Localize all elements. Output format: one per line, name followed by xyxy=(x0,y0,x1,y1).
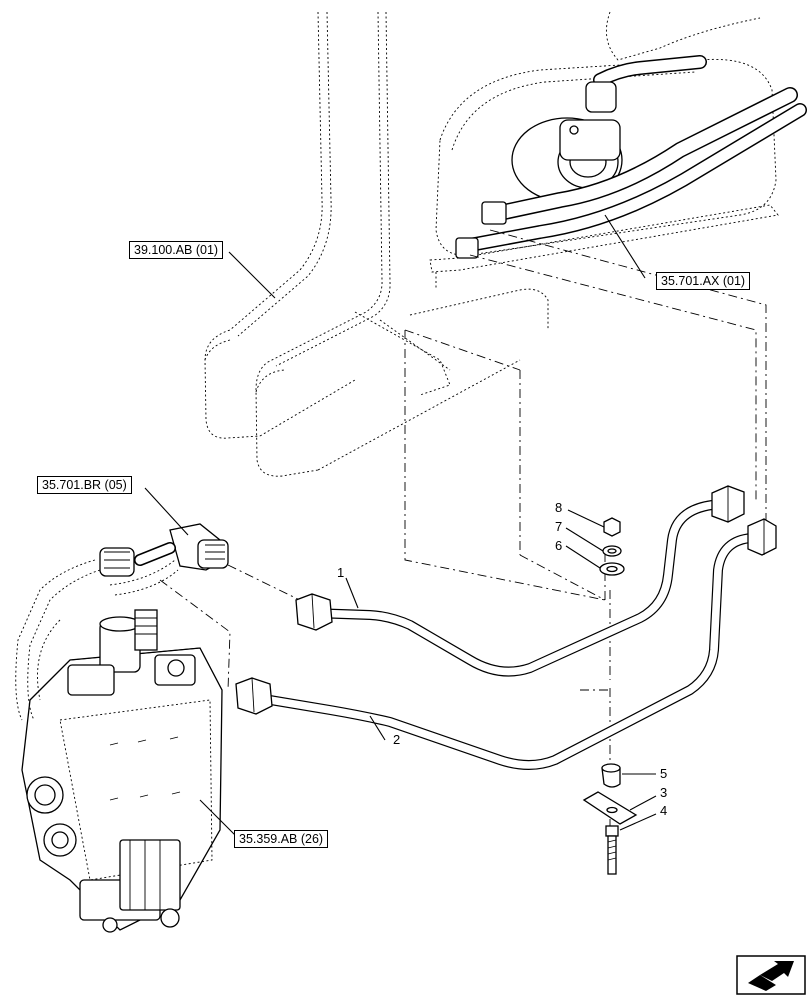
pipe-2 xyxy=(247,533,767,770)
callout-1: 1 xyxy=(337,565,345,580)
control-valve-body xyxy=(21,609,223,933)
valve-elbow-fittings xyxy=(99,523,229,577)
callout-6: 6 xyxy=(555,538,563,553)
ref-label-upper-frame[interactable]: 39.100.AB (01) xyxy=(129,241,224,259)
callout-5: 5 xyxy=(660,766,668,781)
callout-7: 7 xyxy=(555,519,563,534)
valve-hose-outline xyxy=(15,559,179,721)
pipe-nuts xyxy=(235,485,777,715)
hardware-upper xyxy=(599,517,625,576)
callout-2: 2 xyxy=(393,732,401,747)
frame-context-outline xyxy=(204,11,549,477)
upper-hose-assembly xyxy=(455,55,807,259)
next-page-arrow-icon[interactable] xyxy=(736,955,806,995)
pipe-1 xyxy=(307,500,730,677)
leader-lines xyxy=(144,214,657,839)
ref-label-valve-fitting[interactable]: 35.701.BR (05) xyxy=(37,476,132,494)
callout-8: 8 xyxy=(555,500,563,515)
clamp-hardware xyxy=(582,763,638,875)
callout-4: 4 xyxy=(660,803,668,818)
ref-label-upper-hoses[interactable]: 35.701.AX (01) xyxy=(656,272,751,290)
ref-label-control-valve[interactable]: 35.359.AB (26) xyxy=(234,830,329,848)
callout-3: 3 xyxy=(660,785,668,800)
